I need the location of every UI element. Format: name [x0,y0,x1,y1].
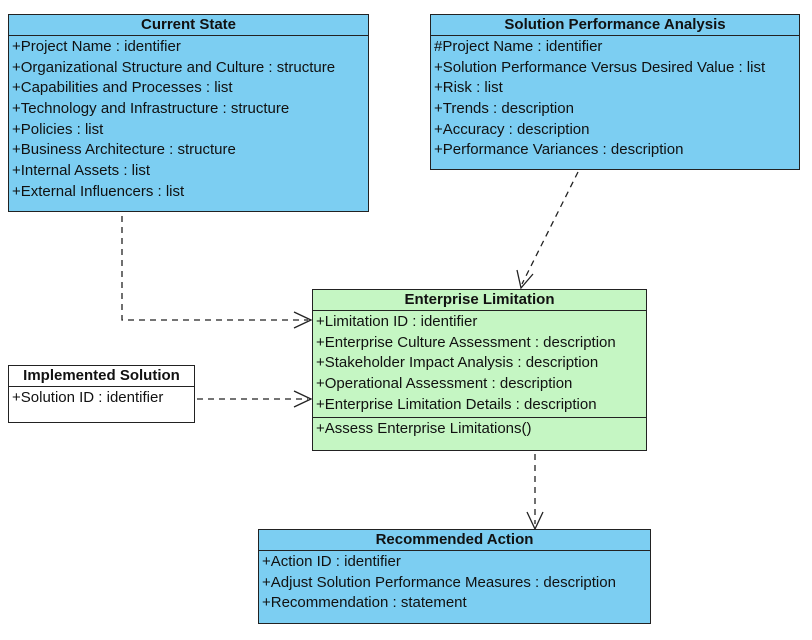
attribute-row: +Performance Variances : description [434,141,684,159]
attribute-row: +Capabilities and Processes : list [12,79,233,97]
attribute-row: +Limitation ID : identifier [316,313,478,330]
class-current-state[interactable]: Current State +Project Name : identifier… [8,14,369,212]
class-title: Enterprise Limitation [313,290,646,311]
attribute-row: +Accuracy : description [434,120,590,138]
attribute-row: +Recommendation : statement [262,594,467,612]
attribute-row: +Risk : list [434,79,503,97]
attribute-row: +Operational Assessment : description [316,375,573,393]
class-recommended-action[interactable]: Recommended Action +Action ID : identifi… [258,529,651,624]
arrowhead-current-state-dependency [293,311,313,329]
class-title: Recommended Action [259,530,650,551]
attribute-row: +Action ID : identifier [262,553,401,570]
class-title: Solution Performance Analysis [431,15,799,36]
class-implemented-solution[interactable]: Implemented Solution +Solution ID : iden… [8,365,195,423]
attribute-row: +Solution ID : identifier [12,389,164,406]
class-title: Implemented Solution [9,366,194,387]
attribute-row: #Project Name : identifier [434,38,603,55]
attribute-row: +Enterprise Culture Assessment : descrip… [316,333,616,351]
class-enterprise-limitation[interactable]: Enterprise Limitation +Limitation ID : i… [312,289,647,451]
attribute-row: +Policies : list [12,120,104,138]
attribute-row: +Enterprise Limitation Details : descrip… [316,395,597,413]
class-solution-performance-analysis[interactable]: Solution Performance Analysis #Project N… [430,14,800,170]
attribute-row: +Solution Performance Versus Desired Val… [434,58,766,76]
attribute-row: +Trends : description [434,100,574,118]
arrowhead-solution-performance-dependency [516,269,534,290]
attribute-row: +Internal Assets : list [12,162,150,180]
attribute-row: +Technology and Infrastructure : structu… [12,100,290,118]
attribute-row: +Business Architecture : structure [12,141,236,159]
operation-row: +Assess Enterprise Limitations() [316,420,532,438]
attribute-compartment: +Solution ID : identifier [9,387,194,411]
dependency-current-state-to-enterprise-limitation [121,205,308,321]
attribute-row: +Adjust Solution Performance Measures : … [262,573,616,591]
dependency-solution-performance-to-enterprise-limitation [521,171,579,285]
class-title: Current State [9,15,368,36]
arrowhead-recommended-action-dependency [526,511,544,531]
attribute-row: +Organizational Structure and Culture : … [12,58,336,76]
operation-compartment: +Assess Enterprise Limitations() [313,417,646,442]
attribute-row: +Stakeholder Impact Analysis : descripti… [316,354,599,372]
attribute-compartment: +Project Name : identifier +Organization… [9,36,368,205]
attribute-compartment: +Action ID : identifier +Adjust Solution… [259,551,650,616]
attribute-row: +External Influencers : list [12,182,185,200]
attribute-compartment: #Project Name : identifier +Solution Per… [431,36,799,163]
arrowhead-implemented-solution-dependency [293,390,313,408]
attribute-compartment: +Limitation ID : identifier +Enterprise … [313,311,646,417]
attribute-row: +Project Name : identifier [12,38,181,55]
